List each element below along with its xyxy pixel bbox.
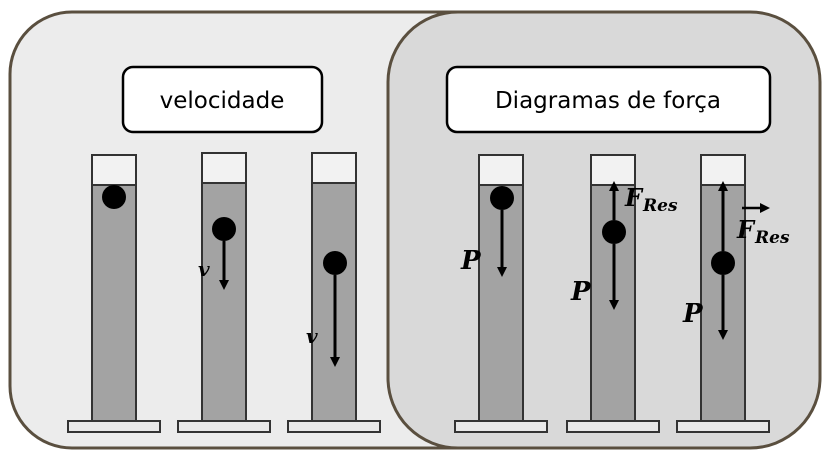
resultant-force-subscript: Res	[754, 228, 790, 248]
tube-3: v	[287, 152, 381, 433]
force-title: Diagramas de força	[495, 88, 721, 114]
sphere	[602, 220, 626, 244]
sphere	[102, 185, 126, 209]
resultant-force-label: F	[736, 215, 756, 244]
velocity-title-box	[121, 65, 324, 134]
tube-5: P F Res	[566, 154, 678, 433]
weight-label: P	[460, 246, 482, 276]
sphere	[212, 217, 236, 241]
weight-label: P	[682, 299, 704, 329]
sphere	[323, 251, 347, 275]
tube-4: P	[454, 154, 548, 433]
sphere	[490, 186, 514, 210]
resultant-force-label: F	[624, 183, 644, 212]
tube-6: P F Res	[676, 154, 790, 433]
force-title-box	[445, 65, 772, 134]
velocity-title: velocidade	[160, 88, 285, 114]
velocity-label: v	[306, 324, 318, 348]
velocity-label: v	[198, 257, 210, 281]
resultant-force-subscript: Res	[642, 196, 678, 216]
tube-2: v	[177, 152, 271, 433]
weight-label: P	[570, 277, 592, 307]
sphere	[711, 251, 735, 275]
tube-1	[67, 154, 161, 433]
